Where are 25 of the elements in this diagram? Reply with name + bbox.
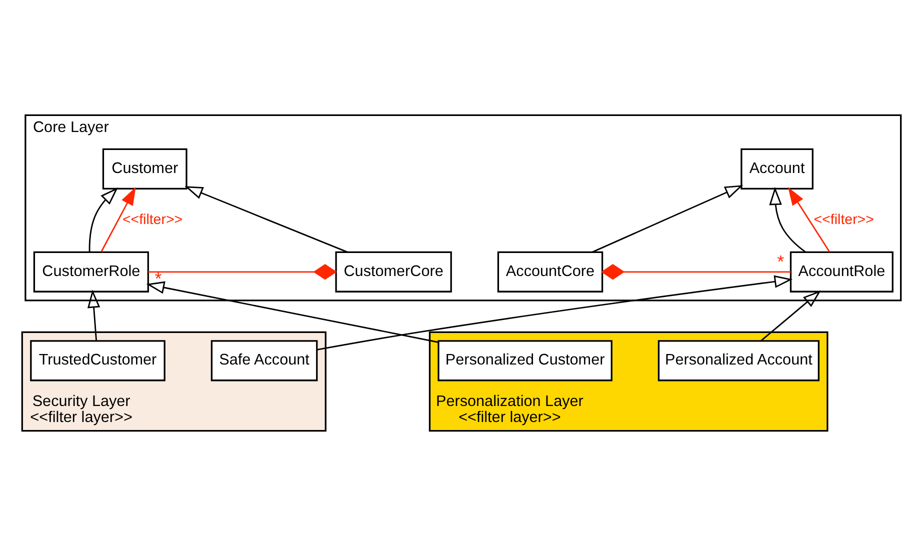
node-box: CustomerCore xyxy=(334,251,452,292)
edge-label: <<filter>> xyxy=(813,212,874,228)
edge-label: * xyxy=(154,268,162,289)
arrow xyxy=(146,281,438,343)
connector xyxy=(600,264,790,280)
edge-label: <<filter>> xyxy=(122,212,182,228)
node-box: Personalized Customer xyxy=(437,340,612,382)
node-box: AccountCore xyxy=(496,251,603,292)
node-box: Safe Account xyxy=(210,340,318,382)
node-box: TrustedCustomer xyxy=(30,340,165,382)
arrow xyxy=(787,187,830,252)
arrow xyxy=(88,187,118,252)
arrow xyxy=(100,186,136,252)
edge-label: * xyxy=(776,252,784,272)
node-box: Personalized Account xyxy=(657,340,819,382)
arrow xyxy=(592,185,743,253)
arrow xyxy=(316,275,792,350)
node-box: Account xyxy=(740,148,813,190)
arrow xyxy=(760,290,821,342)
node-box: Customer xyxy=(102,148,187,190)
node-box: CustomerRole xyxy=(32,251,148,292)
node-box: AccountRole xyxy=(789,251,893,292)
arrow xyxy=(768,186,806,253)
connector xyxy=(148,264,336,280)
arrow xyxy=(184,186,348,253)
